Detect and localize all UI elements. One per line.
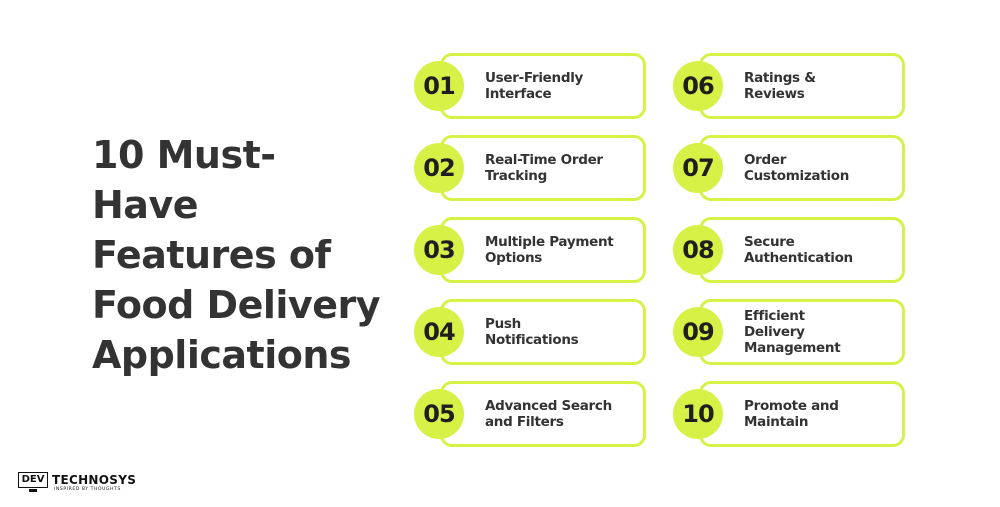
feature-label: Real-Time Order Tracking xyxy=(485,152,603,184)
title-line: 10 Must- xyxy=(92,133,276,177)
logo-tagline: INSPIRED BY THOUGHTS xyxy=(54,487,121,492)
feature-card-04: Push Notifications xyxy=(440,299,646,365)
feature-card-08: Secure Authentication xyxy=(699,217,905,283)
feature-label: Order Customization xyxy=(744,152,850,184)
feature-card-03: Multiple Payment Options xyxy=(440,217,646,283)
feature-label: Advanced Search and Filters xyxy=(485,398,612,430)
feature-number-badge: 04 xyxy=(414,307,464,357)
title-line: Applications xyxy=(92,333,352,377)
feature-label: Push Notifications xyxy=(485,316,579,348)
feature-label: Ratings & Reviews xyxy=(744,70,816,102)
feature-card-05: Advanced Search and Filters xyxy=(440,381,646,447)
feature-number-badge: 05 xyxy=(414,389,464,439)
feature-number-badge: 08 xyxy=(673,225,723,275)
feature-card-02: Real-Time Order Tracking xyxy=(440,135,646,201)
feature-card-07: Order Customization xyxy=(699,135,905,201)
logo-badge: DEV xyxy=(18,472,48,492)
title-line: Food Delivery xyxy=(92,283,380,327)
feature-label: Efficient Delivery Management xyxy=(744,308,841,356)
feature-card-01: User-Friendly Interface xyxy=(440,53,646,119)
feature-card-10: Promote and Maintain xyxy=(699,381,905,447)
feature-label: Multiple Payment Options xyxy=(485,234,614,266)
feature-number-badge: 02 xyxy=(414,143,464,193)
feature-label: Promote and Maintain xyxy=(744,398,839,430)
feature-label: Secure Authentication xyxy=(744,234,853,266)
page-title: 10 Must- Have Features of Food Delivery … xyxy=(92,130,392,380)
title-line: Features of xyxy=(92,233,331,277)
feature-card-06: Ratings & Reviews xyxy=(699,53,905,119)
feature-number-badge: 07 xyxy=(673,143,723,193)
feature-number-badge: 03 xyxy=(414,225,464,275)
feature-label: User-Friendly Interface xyxy=(485,70,584,102)
title-line: Have xyxy=(92,183,199,227)
feature-number-badge: 06 xyxy=(673,61,723,111)
feature-number-badge: 10 xyxy=(673,389,723,439)
feature-number-badge: 09 xyxy=(673,307,723,357)
brand-logo: DEV TECHNOSYS INSPIRED BY THOUGHTS xyxy=(18,472,137,494)
logo-name: TECHNOSYS xyxy=(52,473,137,487)
feature-number-badge: 01 xyxy=(414,61,464,111)
feature-card-09: Efficient Delivery Management xyxy=(699,299,905,365)
